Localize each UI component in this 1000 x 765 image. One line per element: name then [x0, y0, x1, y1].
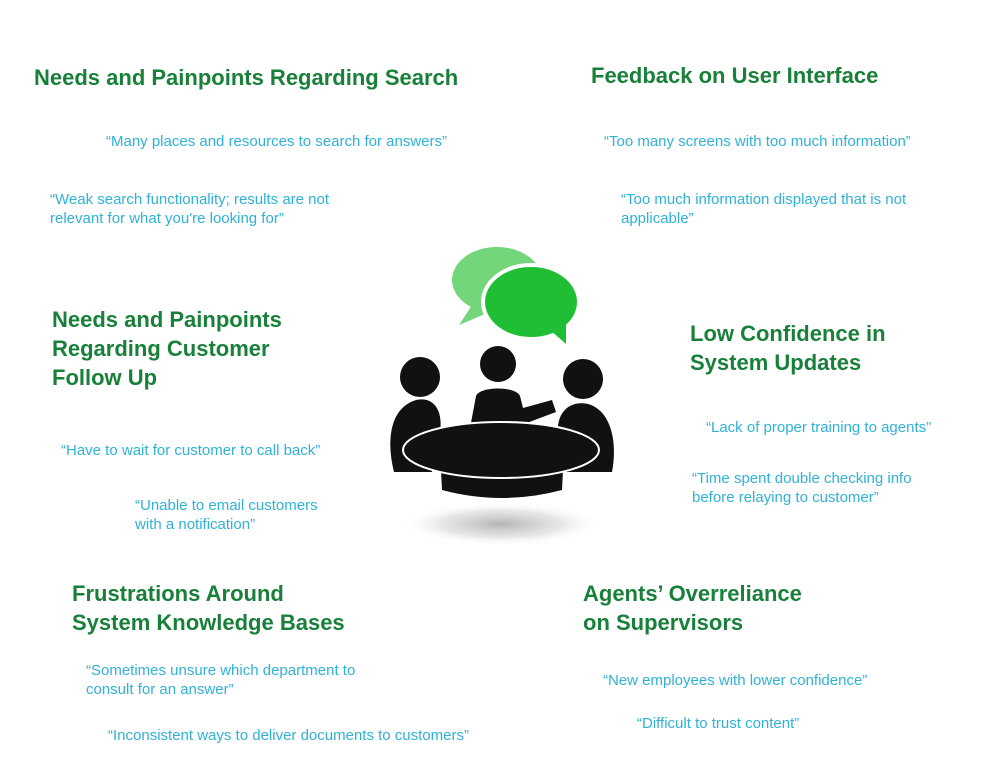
- meeting-illustration: [390, 247, 614, 546]
- quote-updates-2: “Time spent double checking info before …: [692, 470, 912, 506]
- quote-supervisors-2: “Difficult to trust content”: [637, 715, 800, 732]
- quote-followup-2: “Unable to email customers with a notifi…: [135, 497, 318, 533]
- heading-supervisors: Agents’ Overreliance on Supervisors: [583, 581, 802, 635]
- quote-ui-2: “Too much information displayed that is …: [621, 191, 907, 227]
- heading-system-updates: Low Confidence in System Updates: [690, 321, 886, 375]
- quote-followup-1: “Have to wait for customer to call back”: [61, 442, 321, 459]
- quote-updates-1: “Lack of proper training to agents”: [706, 419, 932, 436]
- heading-customer-follow-up: Needs and Painpoints Regarding Customer …: [52, 307, 282, 390]
- speech-bubbles-icon: [452, 247, 581, 344]
- table-icon: [402, 421, 600, 498]
- speech-bubble-front-icon: [481, 263, 581, 344]
- quote-kb-1: “Sometimes unsure which department to co…: [86, 662, 356, 698]
- quote-kb-2: “Inconsistent ways to deliver documents …: [108, 727, 469, 744]
- quote-search-2: “Weak search functionality; results are …: [50, 191, 330, 227]
- floor-shadow: [401, 502, 601, 546]
- quote-supervisors-1: “New employees with lower confidence”: [603, 672, 868, 689]
- heading-user-interface: Feedback on User Interface: [591, 63, 879, 88]
- heading-search: Needs and Painpoints Regarding Search: [34, 65, 459, 90]
- quote-ui-1: “Too many screens with too much informat…: [604, 133, 911, 150]
- heading-knowledge-bases: Frustrations Around System Knowledge Bas…: [72, 581, 345, 635]
- person-center-icon: [470, 346, 556, 428]
- quote-search-1: “Many places and resources to search for…: [106, 133, 447, 150]
